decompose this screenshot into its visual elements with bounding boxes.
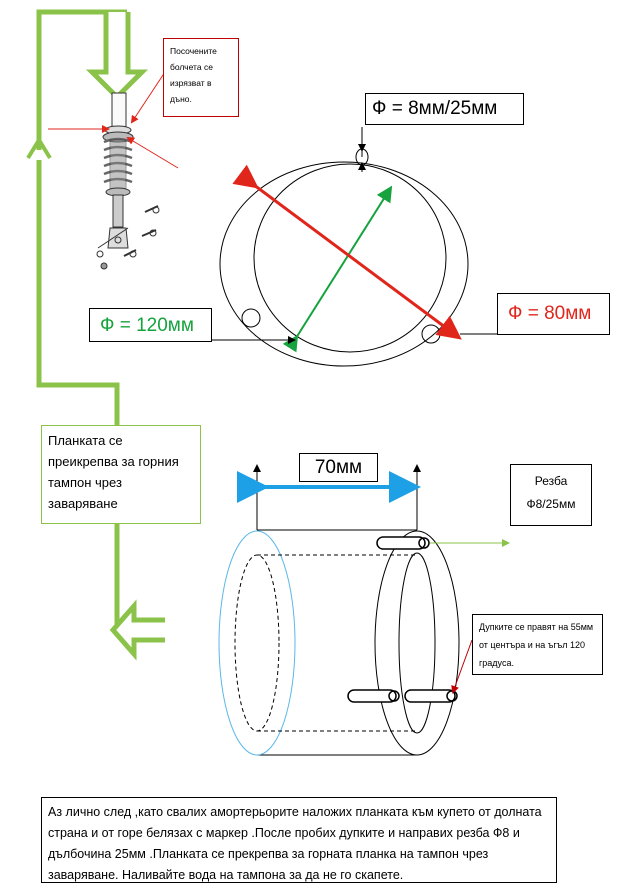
- holes-leader: [451, 639, 473, 694]
- cylinder-front-edge: [374, 530, 460, 756]
- cylinder-back-edge: [218, 530, 296, 756]
- green-up-arrowhead: [26, 136, 52, 160]
- bolt-pointer-lines: [48, 71, 179, 169]
- note-bolts-cut: Посочените болчета се изрязват в дъно.: [163, 38, 239, 117]
- label-bolt-diameter: Ф = 8мм/25мм: [365, 93, 524, 125]
- note-plate-welding: Планката се преикрепва за горния тампон …: [41, 425, 201, 524]
- green-left-hollow-arrow: [109, 599, 165, 661]
- label-length: 70мм: [299, 453, 378, 482]
- label-thread: Резба Ф8/25мм: [510, 464, 592, 526]
- cylinder-front-inner: [398, 552, 436, 734]
- bolt-hole-right: [421, 324, 441, 344]
- plate-outer-circle: [219, 161, 469, 367]
- cylinder-back-inner: [234, 554, 280, 732]
- label-outer-diameter: Ф = 120мм: [89, 308, 212, 342]
- shock-absorber-illustration: [96, 92, 160, 270]
- bolt-hole-left: [241, 308, 261, 328]
- cylinder-side-view: [218, 529, 460, 756]
- green-down-hollow-arrow: [85, 12, 149, 101]
- diameter-80-line: [232, 164, 462, 340]
- note-instructions: Аз лично след ,като свалих амортерьорите…: [41, 797, 557, 883]
- plate-top-view: [219, 127, 469, 367]
- diameter-120-line: [282, 185, 393, 353]
- note-holes-position: Дупките се правят на 55мм от центъра и н…: [472, 614, 603, 675]
- label-inner-diameter: Ф = 80мм: [497, 293, 610, 335]
